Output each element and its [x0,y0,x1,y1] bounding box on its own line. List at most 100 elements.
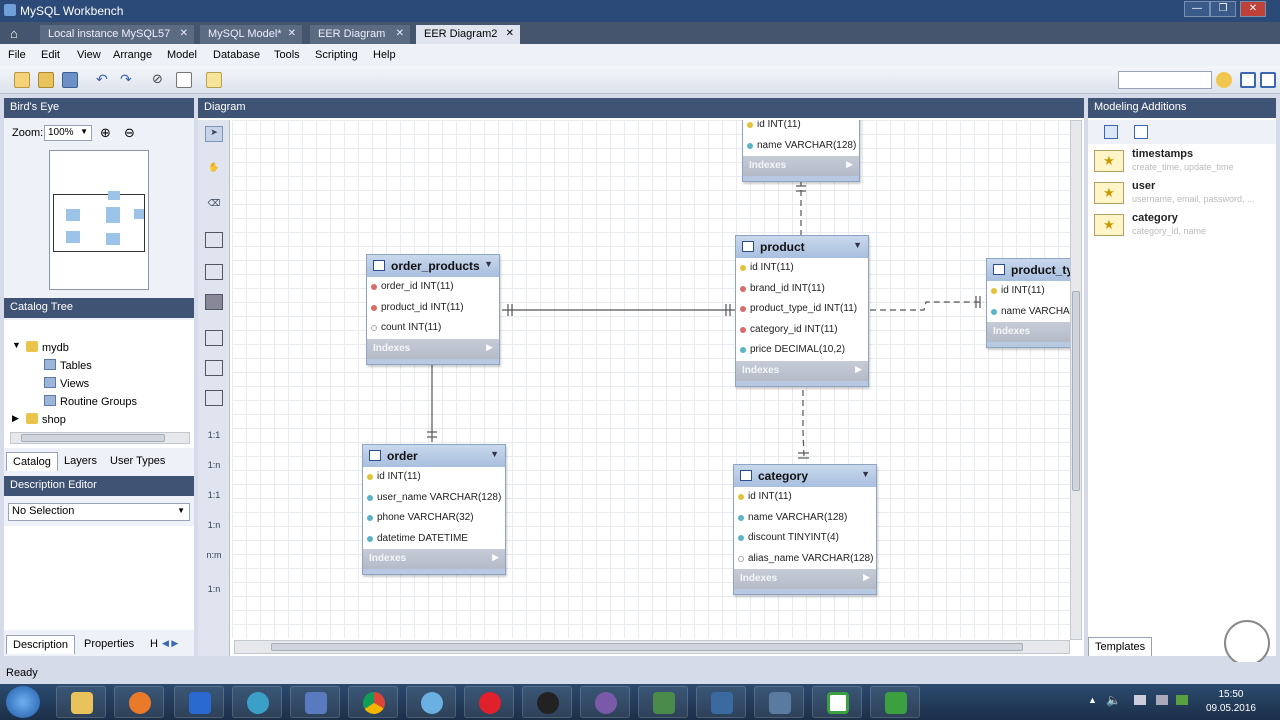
zoom-select[interactable]: 100%▼ [44,125,92,141]
entity-column[interactable]: id INT(11) [734,487,876,508]
entity-indexes[interactable]: Indexes▶ [736,360,868,381]
note-tool-icon[interactable] [205,264,223,280]
menu-help[interactable]: Help [373,49,396,61]
entity-header[interactable]: order▼ [363,445,505,467]
entity-header[interactable]: product▼ [736,236,868,258]
entity-column[interactable]: brand_id INT(11) [736,279,868,300]
menu-database[interactable]: Database [213,49,261,61]
chevron-down-icon[interactable]: ▼ [853,240,862,250]
entity-indexes[interactable]: Indexes▶ [743,156,859,177]
tab-properties[interactable]: Properties [84,638,135,650]
eraser-tool-icon[interactable]: ⌫ [207,198,221,208]
taskbar-app5[interactable] [290,686,340,718]
tree-routine-groups[interactable]: Routine Groups [44,395,137,408]
tray-icon[interactable] [1156,695,1168,705]
start-button[interactable] [6,686,40,718]
tab-user-types[interactable]: User Types [110,455,166,467]
menu-view[interactable]: View [77,49,101,61]
entity-column[interactable]: discount TINYINT(4) [734,528,876,549]
menu-file[interactable]: File [8,49,26,61]
tab-close-icon[interactable]: ✕ [287,28,296,39]
tray-icon[interactable] [1176,695,1188,705]
entity-order-products[interactable]: order_products▼ order_id INT(11) product… [366,254,500,365]
image-tool-icon[interactable] [205,294,223,310]
tab-templates[interactable]: Templates [1088,637,1153,656]
entity-indexes[interactable]: Indexes▶ [367,338,499,359]
entity-column[interactable]: category_id INT(11) [736,320,868,341]
tab-close-icon[interactable]: ✕ [179,28,188,39]
tree-tables[interactable]: Tables [44,359,92,372]
taskbar-app14[interactable] [812,686,862,718]
entity-column[interactable]: alias_name VARCHAR(128) [734,549,876,570]
entity-column[interactable]: count INT(11) [367,318,499,339]
entity-column[interactable]: user_name VARCHAR(128) [363,488,505,509]
tab-history[interactable]: H [150,638,158,650]
entity-category[interactable]: category▼ id INT(11) name VARCHAR(128) d… [733,464,877,596]
chevron-down-icon[interactable]: ▼ [484,259,493,269]
volume-icon[interactable]: 🔈 [1106,693,1121,707]
chevron-down-icon[interactable]: ▼ [490,449,499,459]
scrollbar-thumb[interactable] [271,643,1023,651]
view-tool-icon[interactable] [205,360,223,376]
rel-1-n-tool[interactable]: 1:n [207,460,221,470]
menu-edit[interactable]: Edit [41,49,60,61]
rel-1-n-existing-tool[interactable]: 1:n [207,584,221,594]
description-text-area[interactable] [4,526,194,630]
entity-indexes[interactable]: Indexes▶ [734,569,876,590]
hand-tool-icon[interactable]: ✋ [208,162,220,172]
toggle-secondary-sidebar-icon[interactable] [1260,72,1276,88]
table-tool-icon[interactable] [205,330,223,346]
entity-product-type[interactable]: product_ty id INT(11) name VARCHAI Index… [986,258,1070,349]
tab-mysql-model[interactable]: MySQL Model*✕ [200,25,302,44]
taskbar-explorer[interactable] [56,686,106,718]
routine-tool-icon[interactable] [205,390,223,406]
entity-column[interactable]: id INT(11) [363,467,505,488]
entity-column[interactable]: name VARCHAI [987,302,1070,323]
rel-1-1-tool[interactable]: 1:1 [207,430,221,440]
diagram-horizontal-scrollbar[interactable] [234,640,1070,654]
taskbar-chrome[interactable] [348,686,398,718]
entity-header[interactable]: order_products▼ [367,255,499,277]
undo-icon[interactable]: ↶ [96,71,108,87]
tab-eer-diagram2[interactable]: EER Diagram2✕ [416,25,520,44]
diagram-vertical-scrollbar[interactable] [1070,120,1082,640]
entity-column[interactable]: name VARCHAR(128) [743,136,859,157]
tab-description[interactable]: Description [6,635,76,654]
entity-column[interactable]: id INT(11) [736,258,868,279]
tab-layers[interactable]: Layers [64,455,98,467]
entity-column[interactable]: price DECIMAL(10,2) [736,340,868,361]
taskbar-app4[interactable] [232,686,282,718]
entity-column[interactable]: product_type_id INT(11) [736,299,868,320]
open-folder-icon[interactable] [38,72,54,88]
collapse-arrow-icon[interactable]: ▶ [12,413,19,423]
menu-arrange[interactable]: Arrange [113,49,153,61]
minimize-button[interactable]: — [1184,1,1210,17]
pointer-tool-icon[interactable]: ➤ [205,126,223,142]
diagram-canvas[interactable]: id INT(11) name VARCHAR(128) Indexes▶ or… [232,120,1070,638]
search-input[interactable] [1118,71,1212,89]
entity-header[interactable]: product_ty [987,259,1070,281]
tab-scroll-arrows-icon[interactable]: ◀ ▶ [162,638,179,648]
home-icon[interactable]: ⌂ [10,26,18,41]
maximize-button[interactable]: ❐ [1210,1,1236,17]
redo-icon[interactable]: ↷ [120,71,132,87]
viewport-rect[interactable] [53,194,145,252]
tab-eer-diagram[interactable]: EER Diagram✕ [310,25,410,44]
taskbar-app3[interactable] [174,686,224,718]
scrollbar-thumb[interactable] [21,434,165,442]
toggle-sidebar-icon[interactable] [1240,72,1256,88]
description-select[interactable]: No Selection▼ [8,503,190,521]
entity-indexes[interactable]: Indexes [987,322,1070,343]
chevron-down-icon[interactable]: ▼ [861,469,870,479]
tray-arrow-icon[interactable]: ▲ [1088,695,1097,705]
taskbar-app12[interactable] [696,686,746,718]
tab-local-instance[interactable]: Local instance MySQL57✕ [40,25,194,44]
entity-header[interactable]: category▼ [734,465,876,487]
toggle-grid-icon[interactable]: ⊘ [152,71,163,86]
save-icon[interactable] [62,72,78,88]
entity-column[interactable]: id INT(11) [987,281,1070,302]
menu-tools[interactable]: Tools [274,49,300,61]
